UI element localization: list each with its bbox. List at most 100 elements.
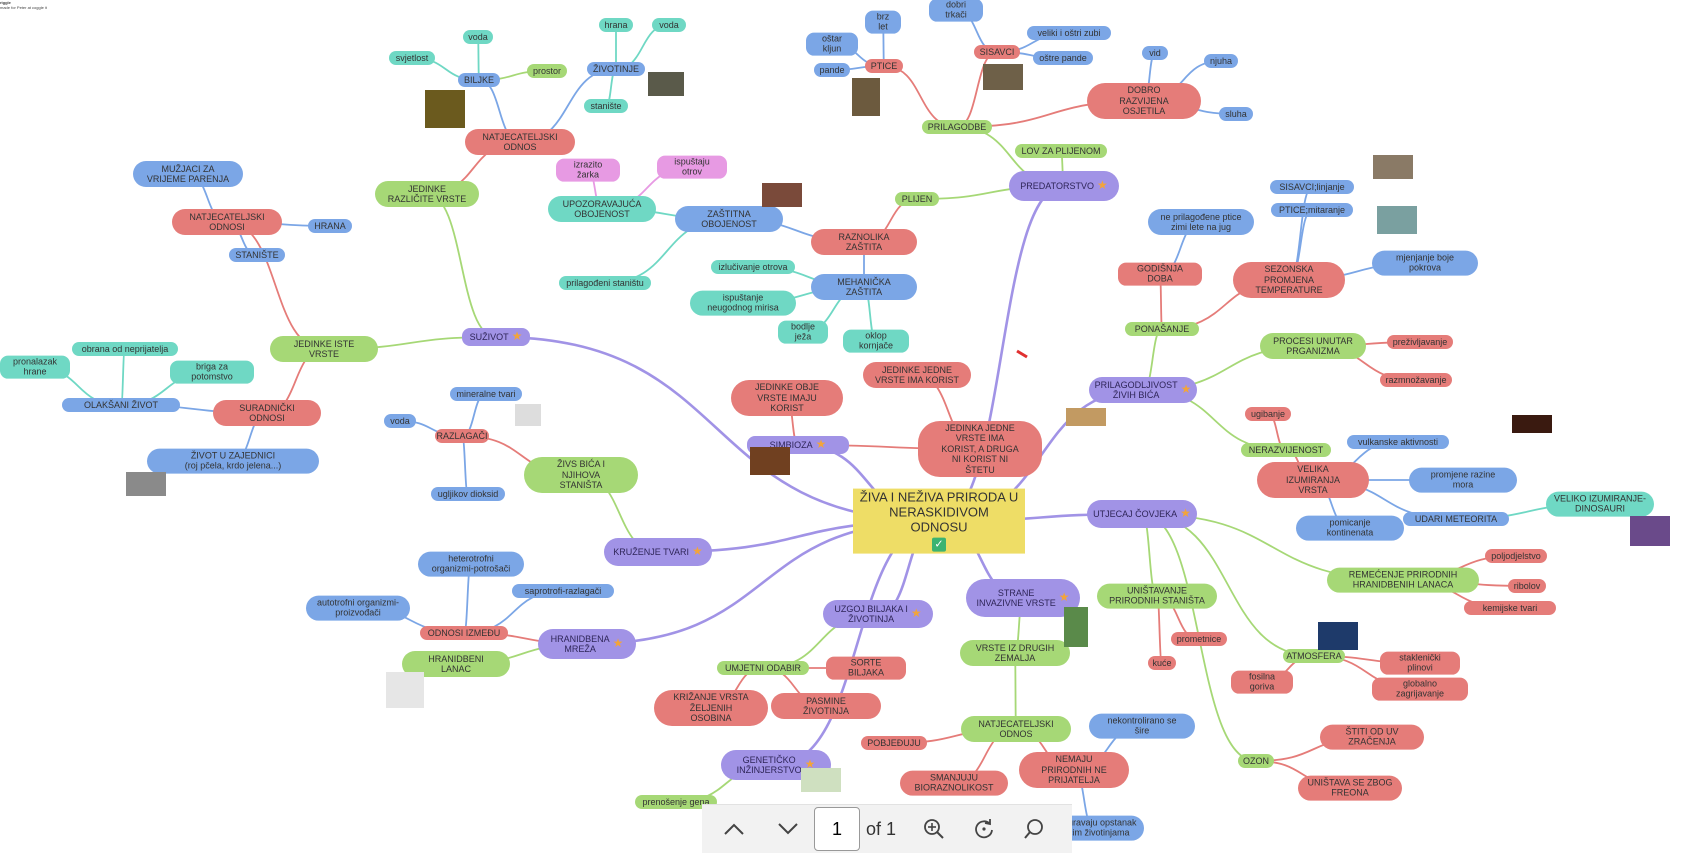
node-prenosenje[interactable]: prenošenje gena: [635, 795, 717, 809]
node-remecenje[interactable]: REMEĆENJE PRIRODNIH HRANIDBENIH LANACA: [1327, 567, 1479, 593]
node-vrste-iz[interactable]: VRSTE IZ DRUGIH ZEMALJA: [960, 640, 1070, 666]
node-briga[interactable]: briga za potomstvo: [170, 360, 254, 384]
node-prilagodeni[interactable]: prilagođeni staništu: [559, 276, 651, 290]
node-heterotrofni[interactable]: heterotrofni organizmi-potrošači: [418, 551, 524, 577]
node-jedinke-obje[interactable]: JEDINKE OBJE VRSTE IMAJU KORIST: [731, 380, 843, 416]
node-hranidbeni-lanac[interactable]: HRANIDBENI LANAC: [402, 651, 510, 677]
node-plijen[interactable]: PLIJEN: [895, 192, 939, 206]
node-ostar-kljun[interactable]: oštar kljun: [806, 32, 858, 56]
node-hranidbena[interactable]: HRANIDBENA MREŽA★: [538, 629, 636, 659]
node-veliki-zubi[interactable]: veliki i oštri zubi: [1027, 26, 1111, 40]
node-natjec-gore[interactable]: NATJECATELJSKI ODNOS: [465, 129, 575, 155]
node-fosilna[interactable]: fosilna goriva: [1231, 670, 1293, 694]
node-ugibanje[interactable]: ugibanje: [1245, 407, 1291, 421]
node-predatorstvo[interactable]: PREDATORSTVO★: [1009, 171, 1119, 201]
node-dobro-razvijena[interactable]: DOBRO RAZVIJENA OSJETILA: [1087, 83, 1201, 119]
node-olaksani[interactable]: OLAKŠANI ŽIVOT: [62, 398, 180, 412]
node-ribolov[interactable]: ribolov: [1508, 579, 1546, 593]
node-ostre-pande[interactable]: oštre pande: [1033, 51, 1093, 65]
node-sorte[interactable]: SORTE BILJAKA: [826, 656, 906, 680]
node-obrana[interactable]: obrana od neprijatelja: [72, 342, 178, 356]
node-staniste2[interactable]: STANIŠTE: [229, 248, 285, 262]
node-ugljikov[interactable]: ugljikov dioksid: [431, 487, 505, 501]
node-atmosfera[interactable]: ATMOSFERA: [1283, 649, 1345, 663]
previous-page-button[interactable]: [714, 809, 754, 849]
node-autotrofni[interactable]: autotrofni organizmi- proizvođači: [306, 595, 410, 621]
node-njuh[interactable]: njuha: [1204, 54, 1238, 68]
node-nerazvijenost[interactable]: NERAZVIJENOST: [1241, 443, 1331, 457]
node-pobjeduju[interactable]: POBJEĐUJU: [861, 736, 927, 750]
node-suradnicki[interactable]: SURADNIČKI ODNOSI: [213, 400, 321, 426]
node-prilagodljivost[interactable]: PRILAGODLJIVOST ŽIVIH BIĆA★: [1089, 377, 1197, 403]
node-staniste1[interactable]: stanište: [584, 99, 628, 113]
node-unistavanje[interactable]: UNIŠTAVANJE PRIRODNIH STANIŠTA: [1097, 583, 1217, 609]
node-kruzenje[interactable]: KRUŽENJE TVARI★: [604, 538, 712, 566]
node-izlucivanje[interactable]: izlučivanje otrova: [711, 260, 795, 274]
node-bodlje[interactable]: bodlje ježa: [778, 320, 828, 344]
node-vid[interactable]: vid: [1142, 46, 1168, 60]
node-unistava[interactable]: UNIŠTAVA SE ZBOG FREONA: [1298, 775, 1402, 801]
node-razlagaci[interactable]: RAZLAGAČI: [435, 429, 489, 443]
rotate-button[interactable]: [964, 809, 1004, 849]
node-pasmine[interactable]: PASMINE ŽIVOTINJA: [771, 693, 881, 719]
node-godisnja[interactable]: GODIŠNJA DOBA: [1118, 262, 1202, 286]
node-suzivot[interactable]: SUŽIVOT★: [462, 328, 530, 346]
node-jedinke-razlicite[interactable]: JEDINKE RAZLIČITE VRSTE: [375, 181, 479, 207]
node-sluh[interactable]: sluha: [1219, 107, 1253, 121]
node-ptice[interactable]: PTICE: [865, 59, 903, 73]
node-strane[interactable]: STRANE INVAZIVNE VRSTE★: [966, 579, 1080, 617]
node-poljodjelstvo[interactable]: poljodjelstvo: [1485, 549, 1547, 563]
node-raznolika[interactable]: RAZNOLIKA ZAŠTITA: [811, 229, 917, 255]
node-mjenjanje[interactable]: mjenjanje boje pokrova: [1372, 250, 1478, 276]
node-brz-let[interactable]: brz let: [865, 10, 901, 34]
node-upozoravajuca[interactable]: UPOZORAVAJUĆA OBOJENOST: [548, 196, 656, 222]
node-prezivljavanje[interactable]: preživljavanje: [1387, 335, 1453, 349]
node-mineralne[interactable]: mineralne tvari: [450, 387, 522, 401]
node-prilagodbe[interactable]: PRILAGODBE: [922, 120, 992, 134]
node-nemaju[interactable]: NEMAJU PRIRODNIH NE PRIJATELJA: [1019, 752, 1129, 788]
node-pande[interactable]: pande: [814, 63, 850, 77]
node-ne-prilagodene[interactable]: ne prilagođene ptice zimi lete na jug: [1148, 209, 1254, 235]
node-umjetni[interactable]: UMJETNI ODABIR: [717, 661, 809, 675]
node-izrazito[interactable]: izrazito žarka: [556, 158, 620, 182]
node-pronalazak[interactable]: pronalazak hrane: [0, 355, 70, 379]
node-muzjaci[interactable]: MUŽJACI ZA VRIJEME PARENJA: [133, 161, 243, 187]
node-biljke[interactable]: BILJKE: [458, 73, 500, 87]
node-ptice-mitaranje[interactable]: PTICE;mitaranje: [1271, 203, 1353, 217]
node-vulkanske[interactable]: vulkanske aktivnosti: [1347, 435, 1449, 449]
node-oklop[interactable]: oklop kornjače: [843, 329, 909, 353]
node-stiti[interactable]: ŠTITI OD UV ZRAČENJA: [1320, 724, 1424, 750]
node-ozon[interactable]: OZON: [1238, 754, 1274, 768]
node-zivot-zajed[interactable]: ŽIVOT U ZAJEDNICI (roj pčela, krdo jelen…: [147, 448, 319, 474]
node-kuce[interactable]: kuće: [1148, 656, 1176, 670]
node-zivotinje[interactable]: ŽIVOTINJE: [587, 62, 645, 76]
node-uzgoj[interactable]: UZGOJ BILJAKA I ŽIVOTINJA★: [823, 600, 933, 628]
node-natjec-odnosi[interactable]: NATJECATELJSKI ODNOSI: [172, 209, 282, 235]
node-udari[interactable]: UDARI METEORITA: [1403, 512, 1509, 526]
node-sisavci[interactable]: SISAVCI: [974, 45, 1020, 59]
node-prometnice[interactable]: prometnice: [1171, 632, 1227, 646]
node-center-topic[interactable]: ŽIVA I NEŽIVA PRIRODA U NERASKIDIVOM ODN…: [853, 488, 1025, 554]
node-krizanje[interactable]: KRIŽANJE VRSTA ŽELJENIH OSOBINA: [654, 690, 768, 726]
node-sezonska[interactable]: SEZONSKA PROMJENA TEMPERATURE: [1233, 262, 1345, 298]
node-smanjuju[interactable]: SMANJUJU BIORAZNOLIKOST: [900, 770, 1008, 796]
node-razmnozavanje[interactable]: razmnožavanje: [1380, 373, 1452, 387]
node-mehanicka[interactable]: MEHANIČKA ZAŠTITA: [811, 274, 917, 300]
node-kemijske[interactable]: kemijske tvari: [1464, 601, 1556, 615]
node-hrana1[interactable]: hrana: [599, 18, 633, 32]
node-odnosi-izmedu[interactable]: ODNOSI IZMEĐU: [420, 626, 508, 640]
node-ispustanje[interactable]: ispuštanje neugodnog mirisa: [690, 290, 796, 316]
node-utjecaj[interactable]: UTJECAJ ČOVJEKA★: [1087, 500, 1197, 528]
node-jedinka-jedne[interactable]: JEDINKA JEDNE VRSTE IMA KORIST, A DRUGA …: [918, 421, 1042, 477]
node-jedinke-jedne[interactable]: JEDINKE JEDNE VRSTE IMA KORIST: [863, 362, 971, 388]
node-staklenicki[interactable]: staklenički plinovi: [1380, 651, 1460, 675]
node-procesi[interactable]: PROCESI UNUTAR PRGANIZMA: [1260, 333, 1366, 359]
node-saprotrofi[interactable]: saprotrofi-razlagači: [512, 584, 614, 598]
node-nekontrolirano[interactable]: nekontrolirano se šire: [1089, 713, 1195, 739]
node-voda3[interactable]: voda: [384, 414, 416, 428]
node-svjetlost[interactable]: svjetlost: [389, 51, 435, 65]
node-lov[interactable]: LOV ZA PLIJENOM: [1015, 144, 1107, 158]
node-pomicanje[interactable]: pomicanje kontinenata: [1296, 515, 1404, 541]
node-promjene-razine[interactable]: promjene razine mora: [1409, 467, 1517, 493]
node-sisavci-linjanje[interactable]: SISAVCI;linjanje: [1270, 180, 1354, 194]
